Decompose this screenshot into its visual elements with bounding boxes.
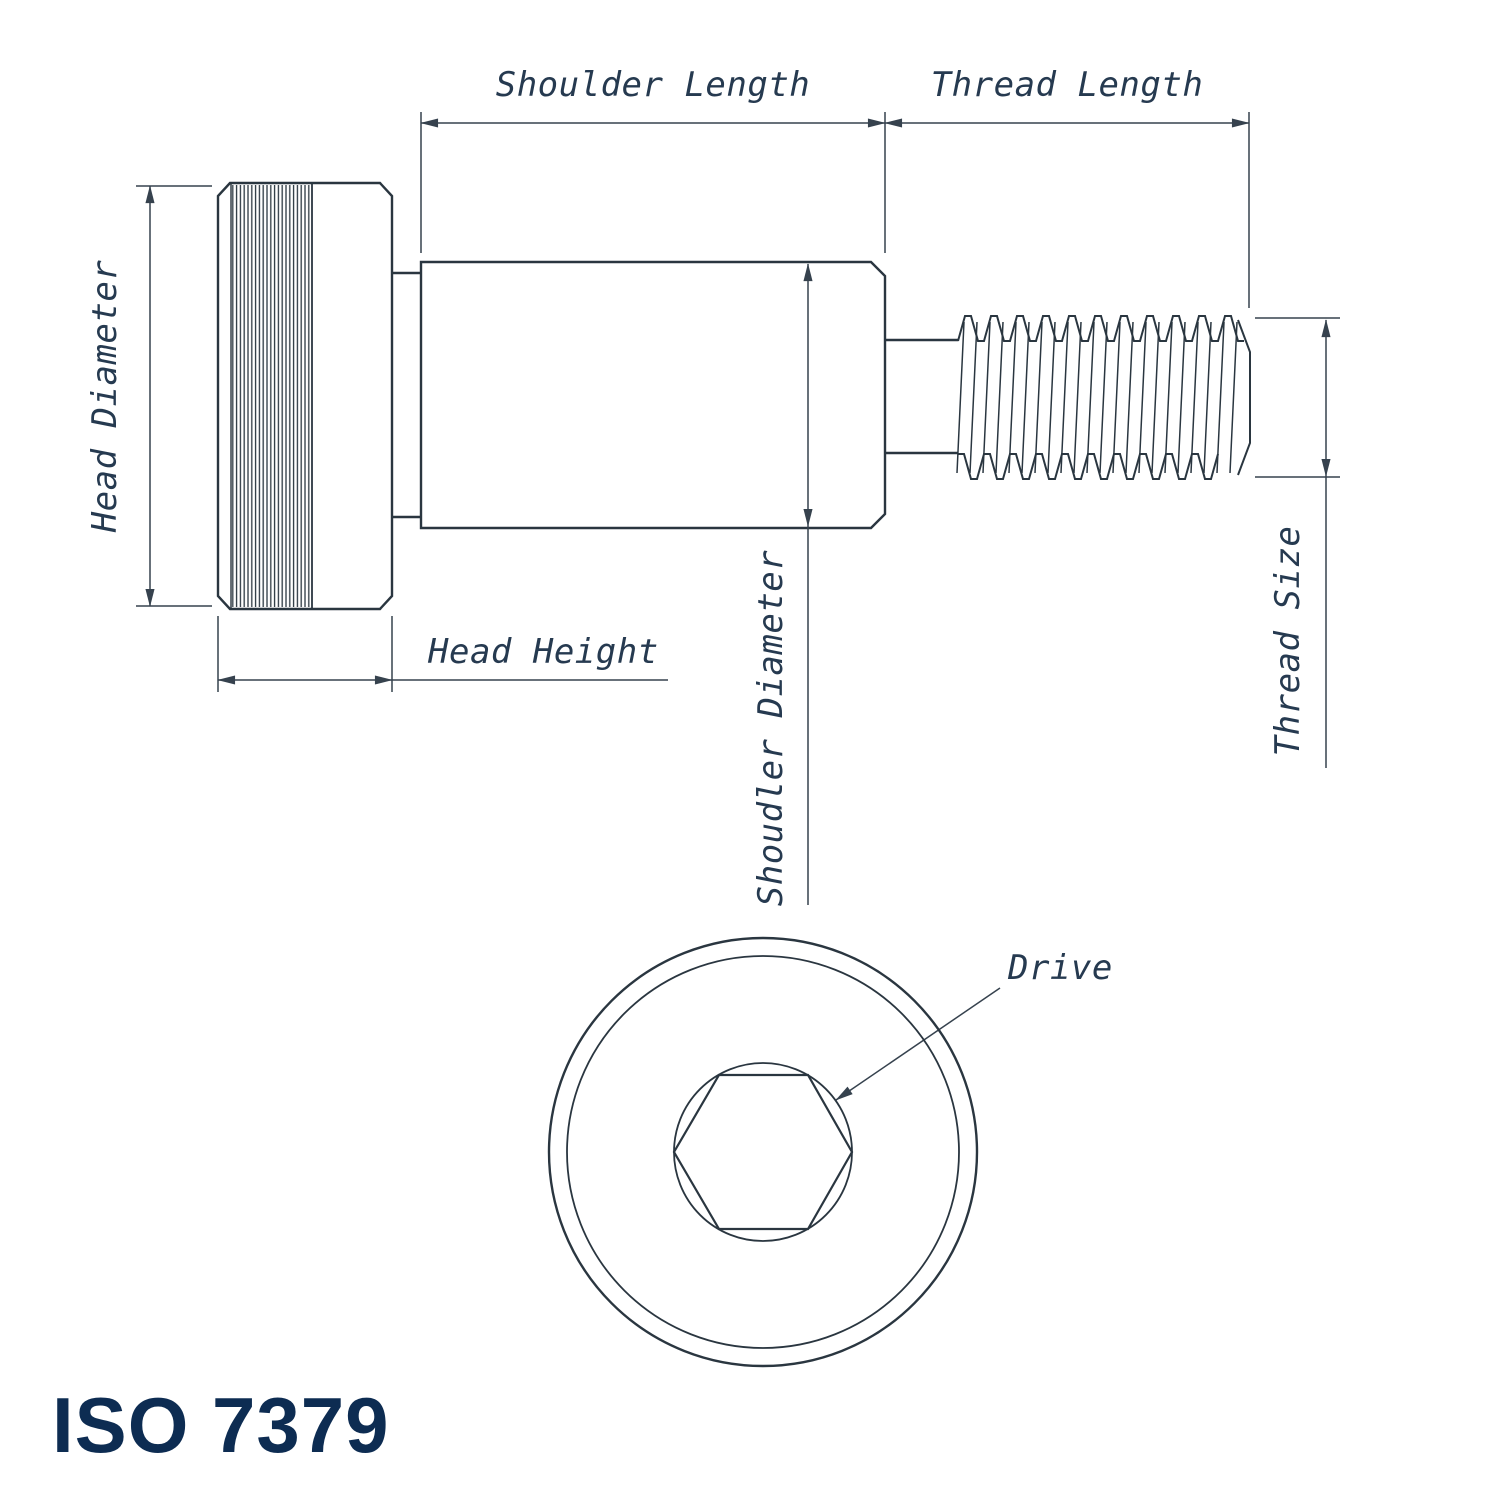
drive-label: Drive <box>1007 948 1113 988</box>
head-diameter-label: Head Diameter <box>85 260 125 534</box>
screw-head-knurling <box>231 185 312 607</box>
shoulder-diameter-label: Shoudler Diameter <box>751 550 791 907</box>
dimension-labels: Shoulder Length Thread Length Head Diame… <box>85 65 1308 988</box>
thread-length-label: Thread Length <box>931 65 1204 105</box>
hex-socket <box>672 1073 854 1231</box>
drive-end-view <box>547 936 979 1368</box>
head-chamfer-circle <box>566 955 960 1349</box>
standard-title: ISO 7379 <box>52 1381 390 1469</box>
thread-crest-top <box>957 315 1244 342</box>
drive-leader-line <box>835 987 1001 1101</box>
thread-flank-lines <box>956 321 1238 474</box>
shoulder-outline <box>419 260 887 530</box>
dimension-lines <box>136 112 1340 1101</box>
side-view <box>216 181 1251 611</box>
thread-section <box>956 315 1251 480</box>
thread-size-label: Thread Size <box>1268 526 1308 757</box>
head-outer-circle <box>547 936 979 1368</box>
head-height-label: Head Height <box>427 632 659 672</box>
screw-head-outline <box>216 181 394 611</box>
thread-end-chamfer <box>1237 319 1251 476</box>
shoulder-length-label: Shoulder Length <box>496 65 811 105</box>
